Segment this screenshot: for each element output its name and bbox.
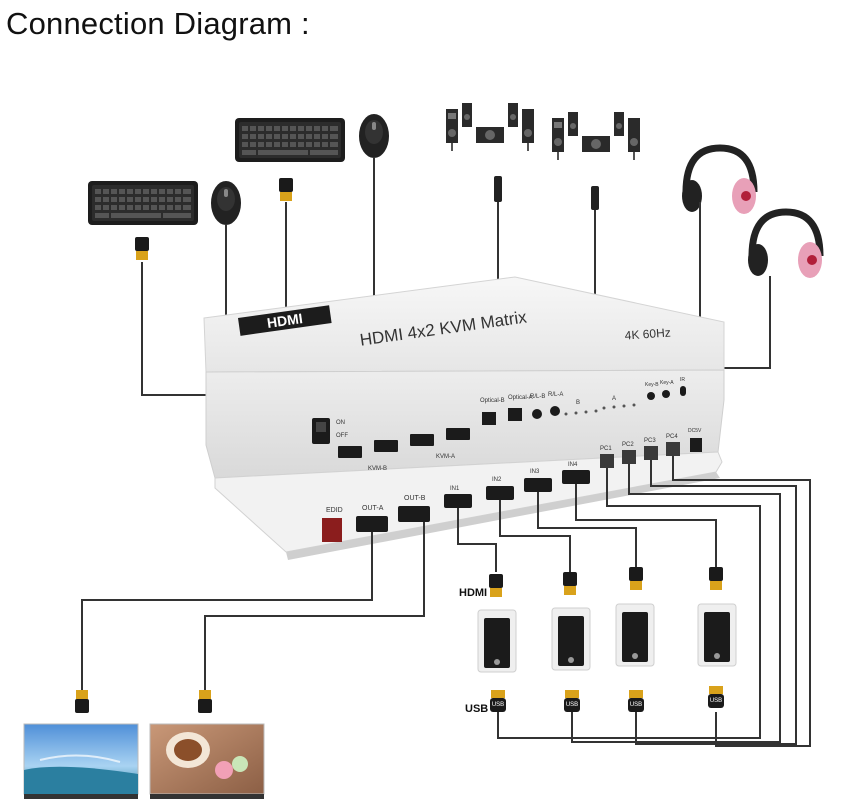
usb-plug-icon	[279, 178, 293, 201]
bottom-cables	[81, 456, 811, 747]
pc-adapter-3	[615, 603, 655, 667]
audio-jack-a[interactable]	[550, 406, 560, 416]
usb-callout-label: USB	[465, 703, 488, 715]
out-b-label: OUT-B	[404, 495, 426, 502]
keyboard-icon	[88, 181, 198, 225]
pc-adapter-4	[697, 603, 737, 667]
optical-b-label: Optical-B	[480, 398, 505, 404]
usb-plugs	[490, 686, 724, 712]
usb-tag-label: USB	[566, 702, 578, 708]
key-b-label: Key-B	[645, 382, 659, 388]
hdmi-out-b-port[interactable]	[398, 506, 430, 522]
usb-tag-label: USB	[630, 702, 642, 708]
pc4-label: PC4	[666, 434, 678, 440]
optical-b-port[interactable]	[482, 412, 496, 425]
usb-port-kvm-a-2[interactable]	[446, 428, 470, 440]
speaker-set-icon	[445, 102, 535, 152]
keyboard-icon	[235, 118, 345, 162]
in3-label: IN3	[530, 469, 540, 475]
peripherals-kvm-a	[235, 114, 389, 162]
usb-b-pc1-port[interactable]	[600, 454, 614, 468]
pc2-label: PC2	[622, 442, 634, 448]
speaker-set-icon	[551, 111, 641, 161]
headphone-icon	[682, 148, 756, 214]
key-a-button[interactable]	[662, 390, 670, 398]
rl-a-label: R/L-A	[548, 392, 563, 398]
hdmi-plug-icon	[629, 567, 643, 590]
brand-logo: HDMI	[266, 310, 304, 331]
power-on-label: ON	[336, 420, 345, 426]
audio-jack-b[interactable]	[532, 409, 542, 419]
edid-label: EDID	[326, 507, 343, 514]
ir-sensor	[680, 386, 686, 396]
edid-switch[interactable]	[322, 518, 342, 542]
hdmi-plug-icon	[75, 690, 89, 713]
dc-power-port[interactable]	[690, 438, 702, 452]
kvm-b-label: KVM-B	[368, 466, 387, 472]
hdmi-plug-icon	[198, 690, 212, 713]
optical-plug-icon	[591, 186, 599, 210]
tv-display-b	[149, 723, 265, 799]
usb-port-kvm-a-1[interactable]	[410, 434, 434, 446]
pc3-label: PC3	[644, 438, 656, 444]
key-a-label: Key-A	[660, 380, 674, 386]
hdmi-plug-icon	[563, 572, 577, 595]
hdmi-in1-port[interactable]	[444, 494, 472, 508]
pc-adapter-2	[551, 607, 591, 671]
hdmi-in3-port[interactable]	[524, 478, 552, 492]
optical-a-label: Optical-A	[508, 395, 533, 401]
tv-display-a	[23, 723, 139, 799]
power-off-label: OFF	[336, 433, 348, 439]
hdmi-plug-icon	[489, 574, 503, 597]
usb-tag-label: USB	[492, 702, 504, 708]
headphone-icon	[748, 212, 822, 278]
kvm-a-label: KVM-A	[436, 454, 455, 460]
kvm-matrix-device: HDMI HDMI 4x2 KVM Matrix 4K 60Hz ON OFF …	[203, 276, 725, 560]
pc-adapter-1	[477, 609, 517, 673]
usb-b-pc2-port[interactable]	[622, 450, 636, 464]
device-resolution-label: 4K 60Hz	[624, 325, 671, 342]
device-top	[203, 276, 725, 373]
pc1-label: PC1	[600, 446, 612, 452]
out-a-label: OUT-A	[362, 505, 384, 512]
key-b-button[interactable]	[647, 392, 655, 400]
hdmi-in4-port[interactable]	[562, 470, 590, 484]
mouse-icon	[359, 114, 389, 158]
optical-a-port[interactable]	[508, 408, 522, 421]
page-title: Connection Diagram :	[6, 6, 310, 41]
hdmi-plug-icon	[709, 567, 723, 590]
usb-b-pc3-port[interactable]	[644, 446, 658, 460]
ir-label: IR	[680, 377, 685, 383]
usb-port-kvm-b-2[interactable]	[374, 440, 398, 452]
hdmi-out-a-port[interactable]	[356, 516, 388, 532]
in2-label: IN2	[492, 477, 502, 483]
peripherals-kvm-b	[88, 181, 241, 225]
hdmi-callout-label: HDMI	[459, 587, 487, 599]
dc-label: DC5V	[688, 428, 702, 434]
mouse-icon	[211, 181, 241, 225]
usb-b-pc4-port[interactable]	[666, 442, 680, 456]
rl-b-label: R/L-B	[530, 394, 545, 400]
in1-label: IN1	[450, 486, 460, 492]
usb-port-kvm-b-1[interactable]	[338, 446, 362, 458]
indicator-b-label: B	[576, 400, 580, 406]
usb-tag-label: USB	[710, 698, 722, 704]
usb-plug-icon	[135, 237, 149, 260]
indicator-a-label: A	[612, 396, 616, 402]
in4-label: IN4	[568, 462, 578, 468]
hdmi-in2-port[interactable]	[486, 486, 514, 500]
optical-plug-icon	[494, 176, 502, 202]
